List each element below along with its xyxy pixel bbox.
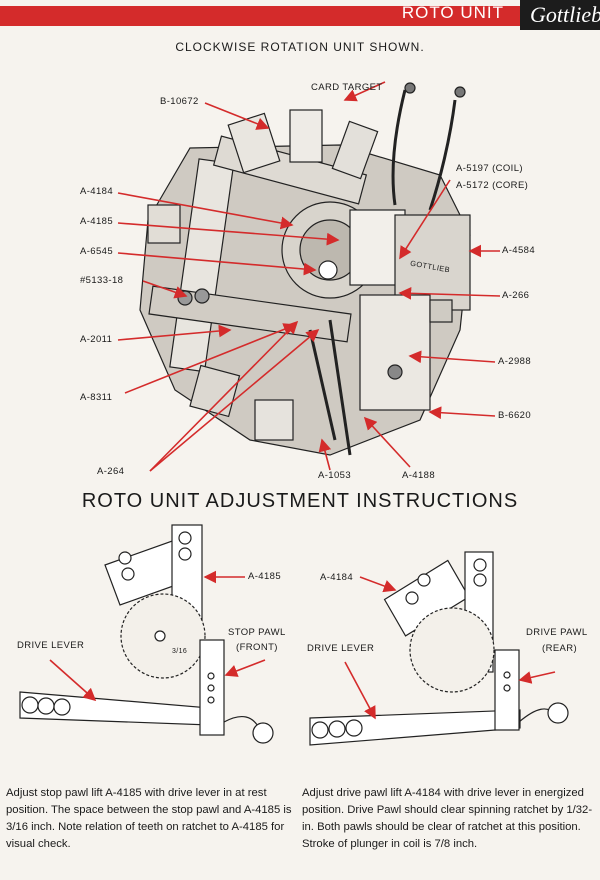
label-a-4584: A-4584 bbox=[502, 245, 536, 256]
label-a-8311: A-8311 bbox=[80, 392, 113, 403]
right-adjustment-drawing bbox=[309, 551, 569, 746]
label-5133-18: #5133-18 bbox=[80, 275, 124, 286]
adjustment-arrows bbox=[49, 570, 556, 720]
diagram-caption: CLOCKWISE ROTATION UNIT SHOWN. bbox=[175, 40, 425, 54]
label-drive-pawl: DRIVE PAWL bbox=[526, 627, 588, 638]
label-card-target: CARD TARGET bbox=[311, 82, 383, 93]
label-b-10672: B-10672 bbox=[160, 96, 199, 107]
adjustment-title: ROTO UNIT ADJUSTMENT INSTRUCTIONS bbox=[81, 490, 519, 512]
label-left-a-4185: A-4185 bbox=[248, 571, 282, 582]
label-a-6545: A-6545 bbox=[80, 246, 114, 257]
label-stop-pawl: STOP PAWL bbox=[228, 627, 286, 638]
label-stop-pawl-front: (FRONT) bbox=[236, 642, 278, 653]
label-drive-pawl-rear: (REAR) bbox=[542, 643, 578, 654]
label-a-264: A-264 bbox=[97, 466, 125, 477]
label-a-266: A-266 bbox=[502, 290, 530, 301]
brand-logo: Gottlieb bbox=[520, 0, 600, 30]
label-gap: 3/16 bbox=[172, 648, 188, 655]
label-left-drive-lever: DRIVE LEVER bbox=[17, 640, 85, 651]
header-bar: ROTO UNIT Gottlieb bbox=[0, 0, 600, 30]
instructions-left: Adjust stop pawl lift A-4185 with drive … bbox=[6, 787, 292, 850]
label-a-2988: A-2988 bbox=[498, 356, 532, 367]
brand-logo-text: Gottlieb bbox=[530, 2, 600, 27]
instructions-right: Adjust drive pawl lift A-4184 with drive… bbox=[302, 787, 593, 850]
label-a-5197: A-5197 (COIL) bbox=[456, 163, 523, 174]
label-b-6620: B-6620 bbox=[498, 410, 532, 421]
label-a-5172: A-5172 (CORE) bbox=[456, 180, 529, 191]
page-title: ROTO UNIT bbox=[401, 3, 504, 22]
header-red-band bbox=[0, 6, 520, 26]
left-adjustment-drawing bbox=[19, 524, 274, 744]
callout-arrows bbox=[117, 81, 501, 472]
label-a-1053: A-1053 bbox=[318, 470, 352, 481]
label-a-4188: A-4188 bbox=[402, 470, 436, 481]
label-right-a-4184: A-4184 bbox=[320, 572, 354, 583]
label-a-2011: A-2011 bbox=[80, 334, 113, 345]
label-right-drive-lever: DRIVE LEVER bbox=[307, 643, 375, 654]
label-a-4185: A-4185 bbox=[80, 216, 114, 227]
label-a-4184: A-4184 bbox=[80, 186, 114, 197]
